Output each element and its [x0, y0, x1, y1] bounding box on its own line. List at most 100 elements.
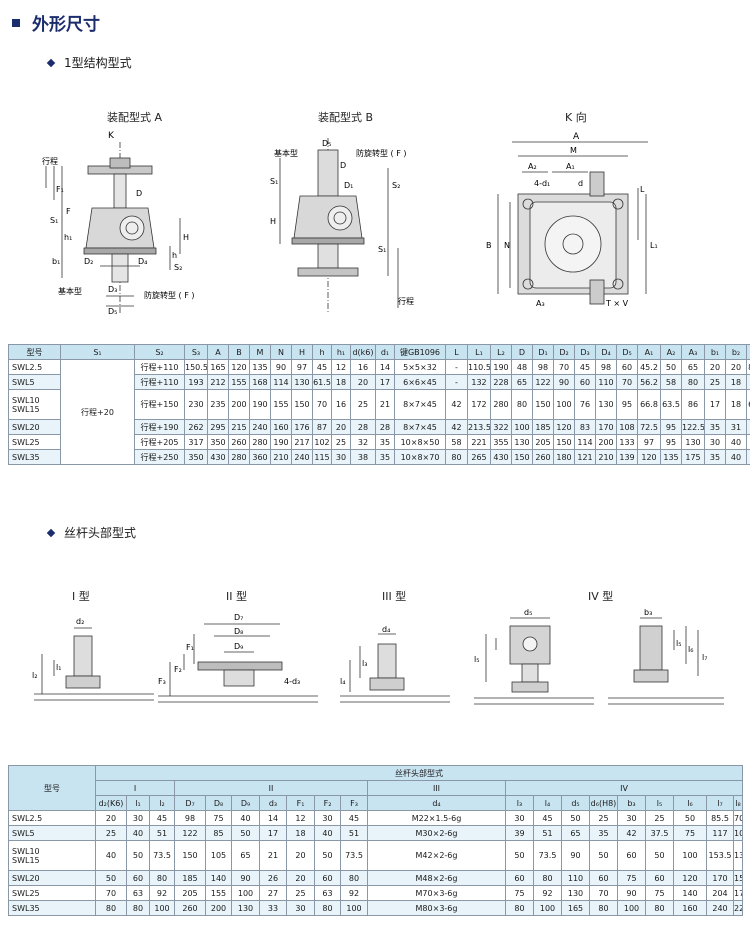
table-cell: 35	[589, 825, 618, 841]
table-cell: 42	[445, 389, 468, 420]
table-cell: 10×8×70	[394, 449, 446, 465]
table-cell: 260	[174, 900, 206, 916]
type2-caption: II 型	[226, 590, 247, 603]
table-cell: 98	[174, 810, 206, 826]
table-cell: 172	[467, 389, 491, 420]
table-cell: 155	[228, 374, 250, 390]
label-t3-d4: d₄	[382, 625, 390, 634]
table2-subheader-6: d₃	[259, 795, 287, 811]
table2-subheader-5: D₉	[231, 795, 260, 811]
type4b-drawing: b₃ l₅ l₆ l₇	[608, 608, 724, 705]
label-t1-l1: l₁	[56, 663, 61, 672]
table-cell: 105	[733, 825, 743, 841]
table-cell: 121	[574, 449, 596, 465]
label-k-d: d	[578, 179, 583, 188]
label-k-b: B	[486, 241, 492, 250]
table-cell: 70	[95, 885, 127, 901]
table-cell: 122	[174, 825, 206, 841]
table-cell: 51	[340, 825, 368, 841]
table-cell: 80	[589, 900, 618, 916]
table1-header-10: h₁	[331, 344, 351, 360]
table-cell: 20	[704, 359, 726, 375]
table-cell: 200	[228, 389, 250, 420]
table2-group-header: 丝杆头部型式	[95, 765, 743, 781]
label-d4: D₄	[138, 257, 147, 266]
table2-subheader-15: b₃	[617, 795, 646, 811]
table-cell: 40	[725, 434, 747, 450]
table-cell: 65	[681, 359, 705, 375]
label-basic: 基本型	[58, 286, 82, 296]
figure-k-drawing: A M A₂ A₁ 4-d₁ d B N L L₁ A₃ T × V	[486, 132, 658, 308]
table2-subheader-19: l₈	[733, 795, 743, 811]
table-cell: 60	[314, 870, 341, 886]
table-cell: 165	[207, 359, 229, 375]
model-cell: SWL2.5	[8, 359, 61, 375]
label-b-h: H	[270, 217, 276, 226]
table-cell: 87	[312, 419, 332, 435]
table-cell: 132	[467, 374, 491, 390]
table-cell: 280	[249, 434, 271, 450]
table-cell: 205	[174, 885, 206, 901]
table-cell: 80	[645, 900, 674, 916]
table-cell: 10	[746, 449, 750, 465]
table-cell: 50	[645, 840, 674, 871]
model-cell: SWL25	[8, 885, 96, 901]
table-cell: 70	[553, 359, 575, 375]
table-cell: 17	[704, 389, 726, 420]
table-cell: 30	[704, 434, 726, 450]
table1-header-0: 型号	[8, 344, 61, 360]
table-cell: 40	[126, 825, 150, 841]
table1-header-21: D₄	[595, 344, 617, 360]
label-t4-l6: l₆	[688, 645, 693, 654]
table-cell: 60	[589, 870, 618, 886]
table-cell: 90	[617, 885, 646, 901]
table-cell: 100	[231, 885, 260, 901]
table-cell: 50	[673, 810, 707, 826]
table-cell: 175	[681, 449, 705, 465]
table-cell: 行程+250	[134, 449, 185, 465]
table-cell: 63	[126, 885, 150, 901]
table-cell: 190	[490, 359, 512, 375]
table-cell: 170	[706, 870, 734, 886]
table-cell: 50	[589, 840, 618, 871]
table-cell: 120	[553, 419, 575, 435]
table-cell: 50	[505, 840, 534, 871]
table-cell: 355	[490, 434, 512, 450]
table-cell: 18	[286, 825, 315, 841]
table-cell: 200	[205, 900, 232, 916]
table-cell: 190	[249, 389, 271, 420]
table1-header-20: D₃	[574, 344, 596, 360]
label-h1: h₁	[64, 233, 72, 242]
table1-header-12: d₁	[375, 344, 395, 360]
table-cell: 37.5	[645, 825, 674, 841]
label-b-stroke: 行程	[398, 296, 414, 306]
table-cell: 18	[725, 389, 747, 420]
table1-header-1: S₁	[60, 344, 135, 360]
table-cell: 27	[259, 885, 287, 901]
table-cell: 200	[595, 434, 617, 450]
table-cell: 185	[532, 419, 554, 435]
table-cell: 160	[270, 419, 292, 435]
label-s1: S₁	[50, 216, 58, 225]
table-cell: 40	[231, 810, 260, 826]
table-cell: 155	[205, 885, 232, 901]
table-cell: 45	[574, 359, 596, 375]
table-cell: 160	[673, 900, 707, 916]
table-cell: 21	[375, 389, 395, 420]
figure-b-drawing: 基本型 防旋转型 ( F ) D₅ D D₁ S₁ H S₂ S₁ 行程	[270, 138, 414, 313]
table-cell: 20	[350, 374, 376, 390]
table-cell: 221	[467, 434, 491, 450]
table-cell: 73.5	[340, 840, 368, 871]
table-cell: 97	[637, 434, 661, 450]
table-cell: 40	[95, 840, 127, 871]
diamond-bullet-icon	[46, 58, 56, 67]
table1-header-6: M	[249, 344, 271, 360]
table1-header-15: L₁	[467, 344, 491, 360]
table-cell: 176	[291, 419, 313, 435]
label-k-holes: 4-d₁	[534, 179, 550, 188]
table-cell: 25	[286, 885, 315, 901]
table-cell: 48	[511, 359, 533, 375]
